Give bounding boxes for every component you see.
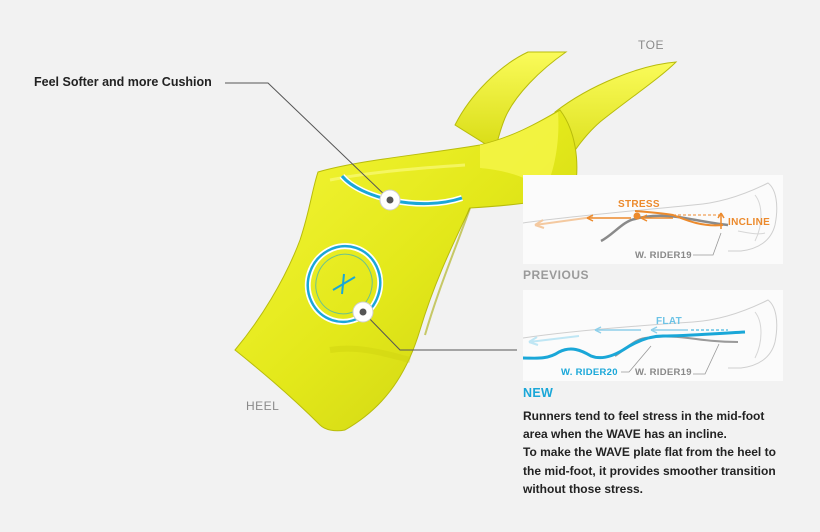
toe-finger-right (547, 61, 678, 171)
previous-panel: STRESS INCLINE W. RIDER19 (523, 175, 783, 264)
toe-finger-left (454, 51, 568, 151)
new-panel: FLAT W. RIDER20 W. RIDER19 (523, 290, 783, 381)
new-caption: NEW (523, 386, 554, 400)
toe-label: TOE (638, 38, 664, 52)
previous-model-label: W. RIDER19 (635, 250, 692, 261)
new-model-label: W. RIDER20 (561, 367, 618, 378)
description-line: area when the WAVE has an incline. (523, 427, 727, 442)
heel-label: HEEL (246, 399, 280, 413)
description-line: the mid-foot, it provides smoother trans… (523, 463, 776, 478)
description-line: Runners tend to feel stress in the mid-f… (523, 409, 765, 423)
heel-cross-icon (332, 273, 356, 295)
description-line: To make the WAVE plate flat from the hee… (523, 445, 776, 460)
callout-leader-heel (362, 311, 517, 351)
callout-leader-top (225, 82, 391, 201)
previous-caption: PREVIOUS (523, 268, 590, 282)
incline-label: INCLINE (728, 217, 771, 228)
feature-callout: Feel Softer and more Cushion (34, 75, 212, 89)
description-line: without those stress. (523, 481, 644, 496)
flat-label: FLAT (656, 316, 683, 327)
description-text: Runners tend to feel stress in the mid-f… (523, 407, 813, 498)
stress-label: STRESS (618, 199, 660, 210)
plate-body (234, 109, 578, 432)
old-model-label: W. RIDER19 (635, 367, 692, 378)
